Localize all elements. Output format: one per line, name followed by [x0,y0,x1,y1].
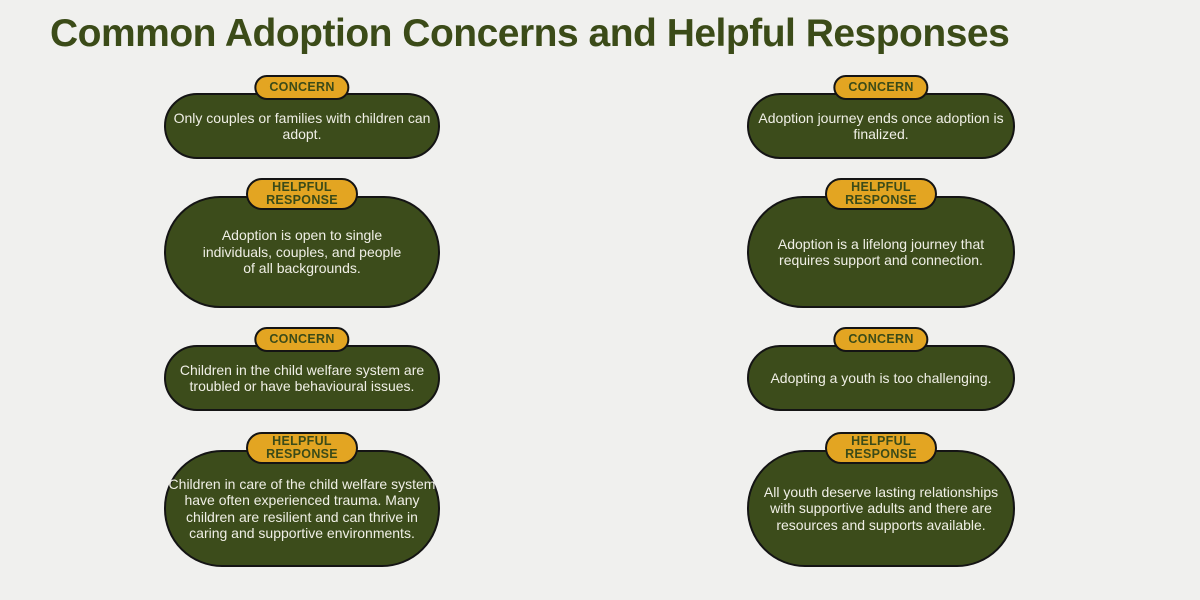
helpful-response-block-3: HELPFUL RESPONSE Adoption is a lifelong … [747,178,1015,308]
concern-block-2: CONCERN Children in the child welfare sy… [164,327,440,411]
badge-label: CONCERN [848,332,914,346]
concern-badge: CONCERN [833,75,929,100]
card-text: Adoption is open to single individuals, … [202,227,402,277]
card-text: All youth deserve lasting relationships … [763,483,999,533]
helpful-response-card: Children in care of the child welfare sy… [164,450,440,567]
card-text: Children in the child welfare system are… [179,361,425,395]
helpful-response-badge: HELPFUL RESPONSE [246,432,358,464]
badge-label: HELPFUL RESPONSE [266,180,338,207]
helpful-response-card: Adoption is open to single individuals, … [164,196,440,308]
helpful-response-badge: HELPFUL RESPONSE [825,432,937,464]
concern-card: Adopting a youth is too challenging. [747,345,1015,411]
badge-label: CONCERN [269,80,335,94]
left-column: CONCERN Only couples or families with ch… [164,75,440,567]
card-text: Adopting a youth is too challenging. [770,369,992,386]
badge-label: CONCERN [848,80,914,94]
concern-card: Children in the child welfare system are… [164,345,440,411]
helpful-response-card: All youth deserve lasting relationships … [747,450,1015,567]
right-column: CONCERN Adoption journey ends once adopt… [747,75,1015,567]
concern-block-3: CONCERN Adoption journey ends once adopt… [747,75,1015,159]
concern-block-1: CONCERN Only couples or families with ch… [164,75,440,159]
badge-label: CONCERN [269,332,335,346]
card-text: Children in care of the child welfare sy… [168,475,436,542]
helpful-response-card: Adoption is a lifelong journey that requ… [747,196,1015,308]
helpful-response-block-1: HELPFUL RESPONSE Adoption is open to sin… [164,178,440,308]
concern-badge: CONCERN [254,327,350,352]
concern-card: Adoption journey ends once adoption is f… [747,93,1015,159]
helpful-response-badge: HELPFUL RESPONSE [246,178,358,210]
page-title: Common Adoption Concerns and Helpful Res… [50,12,1010,55]
concern-card: Only couples or families with children c… [164,93,440,159]
card-text: Only couples or families with children c… [173,109,431,143]
concern-badge: CONCERN [833,327,929,352]
concern-block-4: CONCERN Adopting a youth is too challeng… [747,327,1015,411]
card-text: Adoption is a lifelong journey that requ… [777,235,985,269]
badge-label: HELPFUL RESPONSE [845,434,917,461]
badge-label: HELPFUL RESPONSE [266,434,338,461]
helpful-response-badge: HELPFUL RESPONSE [825,178,937,210]
card-text: Adoption journey ends once adoption is f… [758,109,1004,143]
helpful-response-block-2: HELPFUL RESPONSE Children in care of the… [164,432,440,567]
badge-label: HELPFUL RESPONSE [845,180,917,207]
helpful-response-block-4: HELPFUL RESPONSE All youth deserve lasti… [747,432,1015,567]
concern-badge: CONCERN [254,75,350,100]
